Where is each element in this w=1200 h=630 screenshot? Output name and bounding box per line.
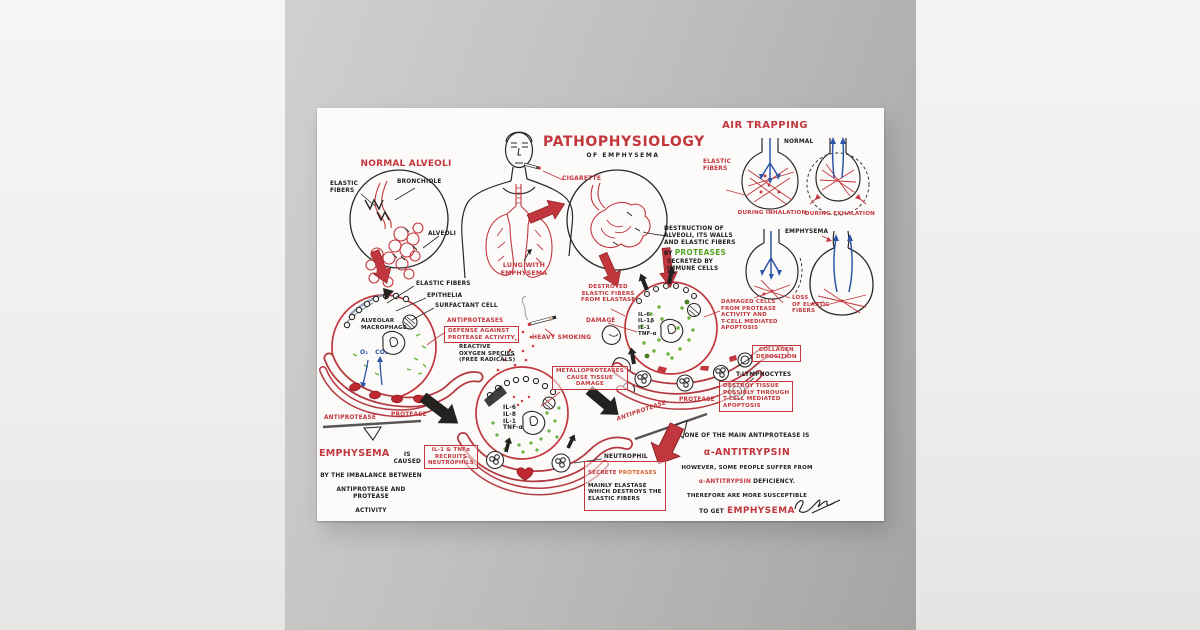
normal-alveoli-drawing bbox=[349, 169, 449, 288]
cause-line4: ACTIVITY bbox=[355, 507, 387, 514]
artist-signature bbox=[794, 499, 841, 514]
flow-arrows bbox=[366, 194, 693, 472]
hd-elastic-fibers-label: ELASTIC FIBERS bbox=[416, 281, 471, 287]
heavy-smoking-label: HEAVY SMOKING bbox=[532, 334, 592, 341]
cause-line2: BY THE IMBALANCE BETWEEN bbox=[320, 472, 422, 479]
antiproteases-label: ANTIPROTEASES bbox=[447, 318, 504, 324]
during-exhalation-label: DURING EXHALATION bbox=[804, 211, 876, 217]
proteases-highlight: PROTEASES bbox=[674, 248, 727, 257]
cause-line3: ANTIPROTEASE AND PROTEASE bbox=[336, 486, 406, 500]
metalloproteases-box: METALLOPROTEASES CAUSE TISSUE DAMAGE bbox=[552, 366, 628, 390]
destroyed-alveoli-drawing bbox=[566, 169, 669, 271]
cigarette-label: CIGARETTE bbox=[562, 175, 602, 182]
right-interleukins: IL-6 IL-1β IL-1 TNF-α bbox=[638, 312, 657, 338]
aat-line2: HOWEVER, SOME PEOPLE SUFFER FROM bbox=[681, 465, 813, 472]
o2-label: O₂ bbox=[360, 349, 369, 356]
air-trapping-heading: AIR TRAPPING bbox=[722, 120, 808, 131]
secrete-rest: MAINLY ELASTASE WHICH DESTROYS THE ELAST… bbox=[588, 482, 662, 502]
backdrop-right-band bbox=[916, 0, 1200, 630]
damaged-cells-label: DAMAGED CELLS FROM PROTEASE ACTIVITY AND… bbox=[721, 299, 778, 332]
recruit-box: IL-1 & TNFα RECRUITS NEUTROPHILS bbox=[424, 445, 478, 469]
aat-big: α-ANTITRYPSIN bbox=[703, 446, 791, 458]
surfactant-cell-label: SURFACTANT CELL bbox=[435, 303, 498, 309]
destruction-text: DESTRUCTION OF ALVEOLI, ITS WALLS AND EL… bbox=[664, 226, 736, 246]
balance-antiprotease-label: ANTIPROTEASE bbox=[324, 415, 377, 421]
secrete-box: SECRETE PROTEASES MAINLY ELASTASE WHICH … bbox=[584, 461, 666, 512]
secrete-word: SECRETE bbox=[588, 469, 617, 476]
bronchiole-label: BRONCHIOLE bbox=[397, 179, 442, 185]
destroyed-fibers-label: DESTROYED ELASTIC FIBERS FROM ELASTASE bbox=[581, 284, 636, 304]
healthy-alveolus-drawing bbox=[319, 285, 516, 418]
gas-exchange-labels: O₂ CO₂ bbox=[360, 349, 388, 356]
aat-line1: ONE OF THE MAIN ANTIPROTEASE IS bbox=[684, 432, 810, 439]
loss-of-fibers-label: LOSS OF ELASTIC FIBERS bbox=[792, 295, 830, 315]
ros-label: REACTIVE OXYGEN SPECIES (FREE RADICALS) bbox=[459, 344, 516, 364]
destruction-by-row: BY PROTEASES bbox=[664, 248, 726, 258]
balance-protease-label: PROTEASE bbox=[391, 412, 427, 418]
during-inhalation-label: DURING INHALATION bbox=[737, 210, 807, 216]
aat-paragraph: ONE OF THE MAIN ANTIPROTEASE IS α-ANTITR… bbox=[679, 426, 815, 524]
alveolar-macrophage-label: ALVEOLAR MACROPHAGE bbox=[361, 318, 407, 331]
emphysema-cause-paragraph: EMPHYSEMA IS CAUSED BY THE IMBALANCE BET… bbox=[319, 441, 423, 521]
neutrophil-label: NEUTROPHIL bbox=[604, 454, 648, 460]
human-figure-drawing bbox=[461, 131, 574, 279]
to-get-word: TO GET bbox=[699, 509, 724, 516]
destruction-text-2: SECRETED BY IMMUNE CELLS bbox=[667, 259, 719, 272]
co2-label: CO₂ bbox=[375, 349, 388, 356]
epithelia-label: EPITHELIA bbox=[427, 293, 463, 299]
at-emphysema-label: EMPHYSEMA bbox=[785, 229, 829, 235]
imbalance-protease-label: PROTEASE bbox=[679, 397, 715, 403]
emphysema-word: EMPHYSEMA bbox=[319, 447, 390, 459]
secrete-proteases-word: PROTEASES bbox=[618, 469, 657, 476]
lung-with-emphysema-label: LUNG WITH EMPHYSEMA bbox=[500, 262, 548, 277]
poster-artwork bbox=[319, 131, 874, 514]
elastic-fibers-label: ELASTIC FIBERS bbox=[330, 181, 359, 194]
destroy-tissue-box: DESTROY TISSUE POSSIBLY THROUGH T-CELL M… bbox=[719, 381, 794, 412]
center-interleukins: IL-6 IL-8 IL-1 TNF-α bbox=[503, 405, 523, 432]
page-title: PATHOPHYSIOLOGY bbox=[543, 134, 705, 150]
backdrop-left-band bbox=[0, 0, 285, 630]
aat-deficiency: DEFICIENCY. bbox=[753, 478, 796, 485]
damage-label: DAMAGE bbox=[586, 318, 616, 324]
is-caused-word: IS CAUSED bbox=[393, 451, 421, 465]
at-elastic-fibers-label: ELASTIC FIBERS bbox=[703, 159, 732, 172]
aat-line3: THEREFORE ARE MORE SUSCEPTIBLE bbox=[686, 492, 808, 499]
collagen-box: COLLAGEN DEPOSITION bbox=[752, 345, 801, 363]
normal-alveoli-heading: NORMAL ALVEOLI bbox=[360, 159, 452, 169]
inflamed-alveolus-drawing bbox=[457, 366, 633, 496]
defense-box: DEFENSE AGAINST PROTEASE ACTIVITY bbox=[444, 326, 519, 344]
destruction-by: BY bbox=[664, 251, 673, 257]
air-trapping-drawing bbox=[725, 137, 874, 316]
alveoli-label: ALVEOLI bbox=[428, 231, 457, 237]
aat-emphysema-word: EMPHYSEMA bbox=[726, 506, 795, 517]
aat-inline: α-ANTITRYPSIN bbox=[698, 478, 752, 485]
at-normal-label: NORMAL bbox=[784, 139, 814, 145]
emphysema-pathophysiology-poster: PATHOPHYSIOLOGY OF EMPHYSEMA AIR TRAPPIN… bbox=[317, 108, 884, 521]
t-lymphocytes-label: T-LYMPHOCYTES bbox=[736, 372, 792, 378]
page-subtitle: OF EMPHYSEMA bbox=[586, 152, 660, 159]
